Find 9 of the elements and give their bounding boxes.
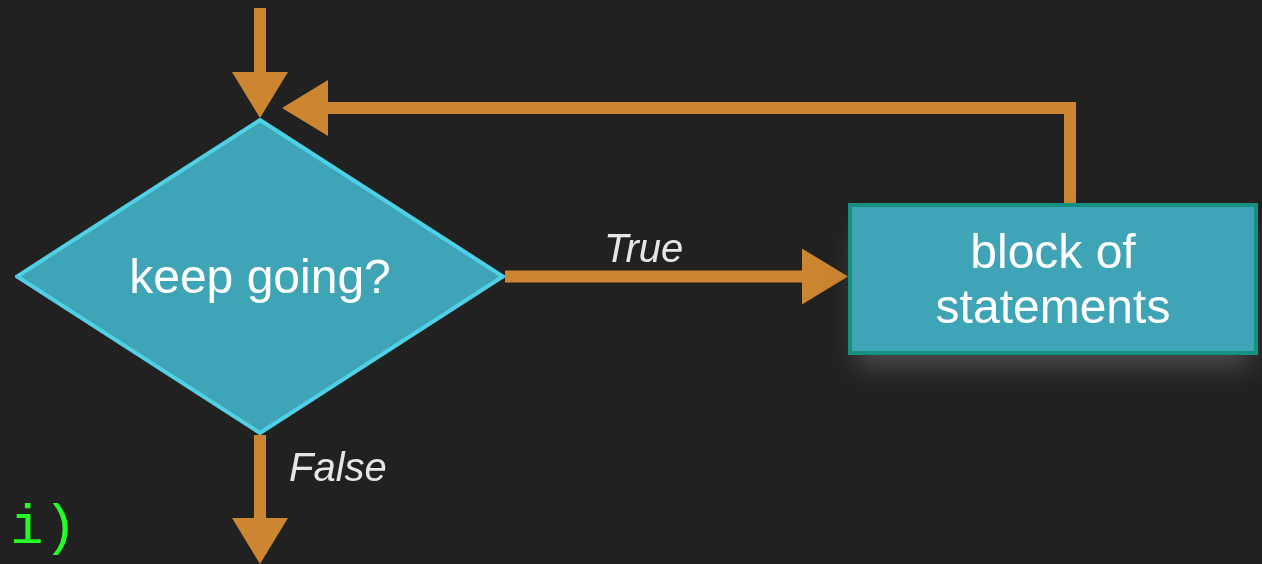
code-text: i) <box>10 500 78 556</box>
node-text: block of statements <box>934 223 1172 335</box>
arrow <box>232 435 288 564</box>
arrow <box>282 80 1076 203</box>
node-text: keep going? <box>128 248 392 305</box>
arrow <box>232 8 288 118</box>
arrow <box>505 248 848 305</box>
process-box <box>848 203 1258 355</box>
decision-diamond <box>15 118 505 435</box>
